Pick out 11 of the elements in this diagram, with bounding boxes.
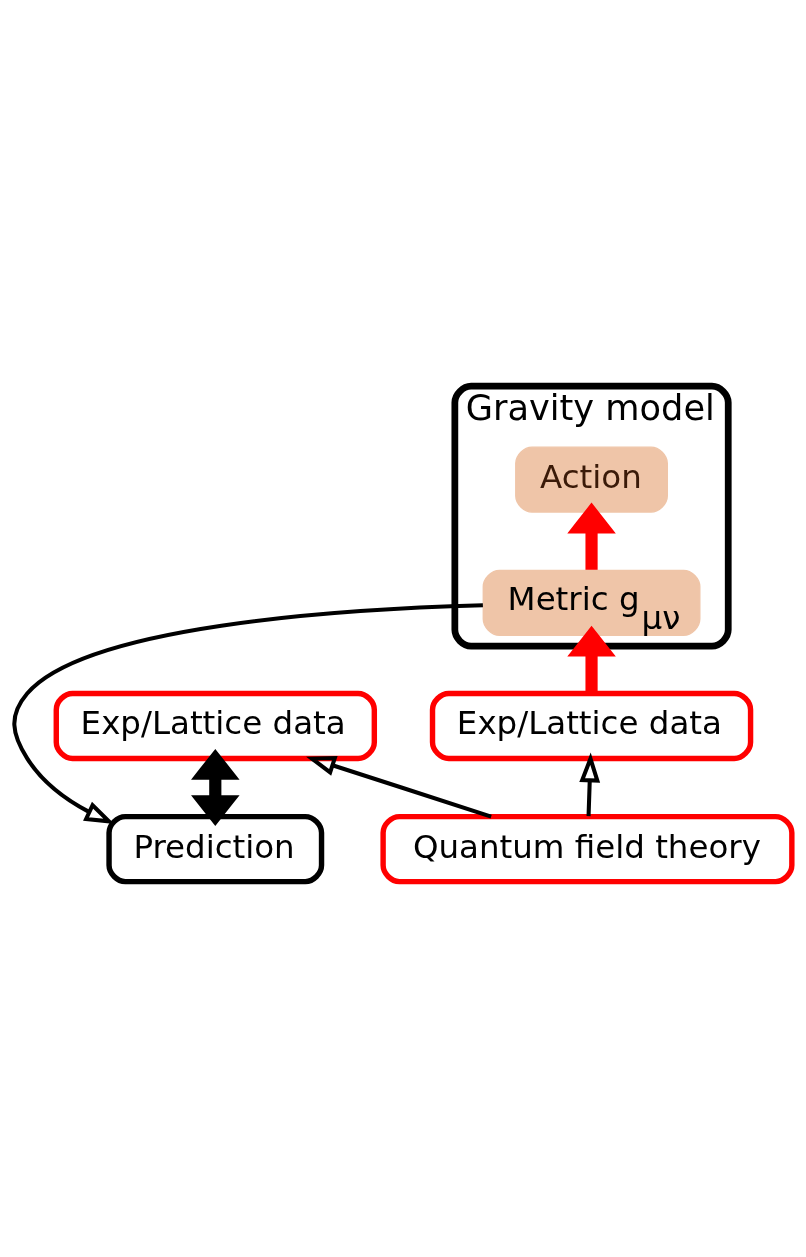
node-box: Action: [515, 446, 668, 513]
node-box: Prediction: [106, 813, 325, 885]
node-box: Quantum field theory: [380, 813, 795, 885]
node-box: Exp/Lattice data: [53, 690, 378, 762]
arrow: [191, 748, 240, 826]
arrow: [567, 502, 616, 570]
arrow: [12, 603, 483, 824]
arrow: [306, 755, 492, 819]
node-box: Exp/Lattice data: [429, 690, 754, 762]
arrow: [579, 752, 601, 817]
arrow: [567, 625, 616, 693]
